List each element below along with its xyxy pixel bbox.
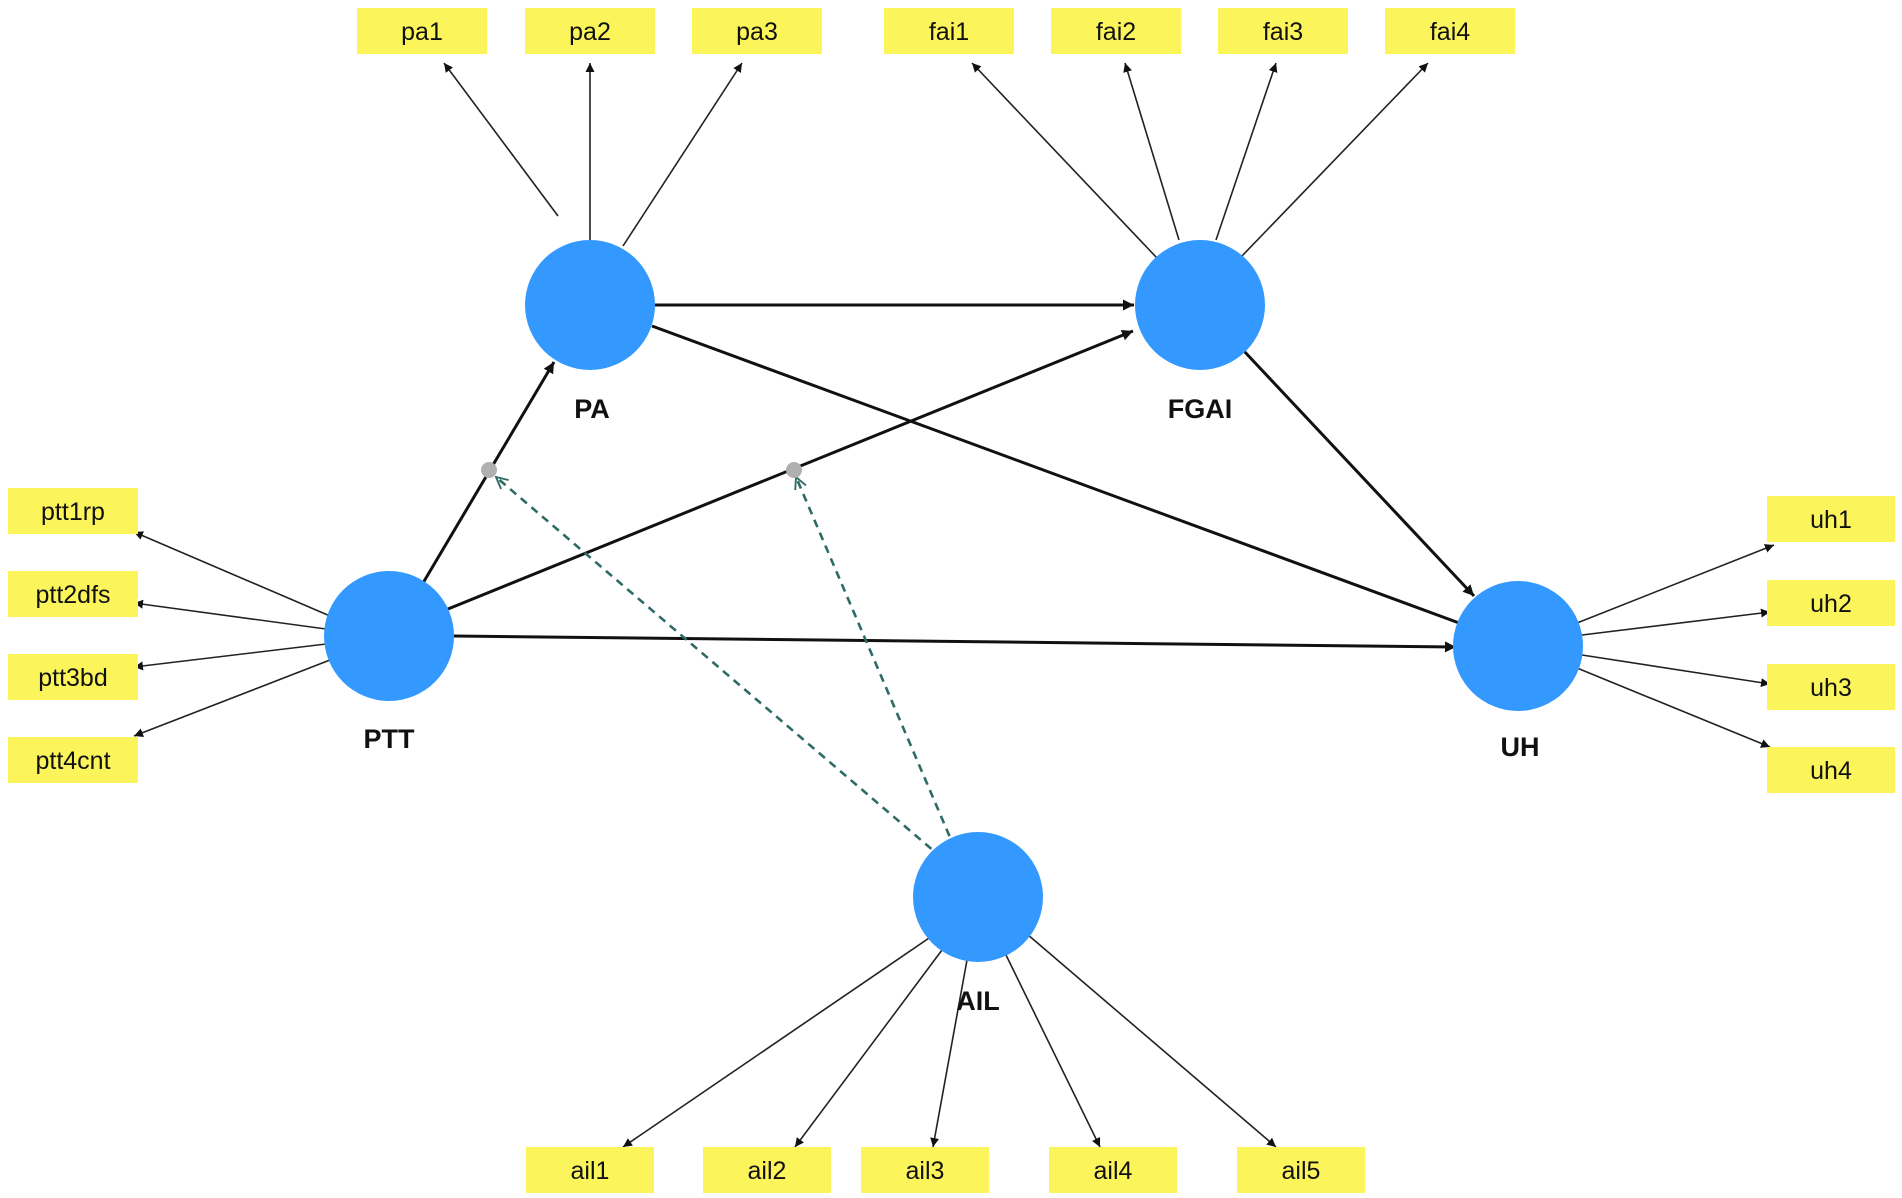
- indicator-ptt3bd[interactable]: ptt3bd: [8, 654, 138, 700]
- indicator-boxes: pa1 pa2 pa3 fai1 fai2 fai3 fai4: [8, 8, 1895, 1193]
- indicator-label-fai1: fai1: [929, 18, 969, 46]
- indicator-fai2[interactable]: fai2: [1051, 8, 1181, 54]
- loading-fgai-fai2: [1123, 62, 1180, 241]
- construct-label-pa: PA: [574, 394, 610, 424]
- moderation-point-ptt-pa: [481, 462, 497, 478]
- indicator-label-ptt1rp: ptt1rp: [41, 498, 105, 526]
- indicator-ptt2dfs[interactable]: ptt2dfs: [8, 571, 138, 617]
- moderation-point-ptt-fgai: [786, 462, 802, 478]
- construct-label-ptt: PTT: [364, 724, 416, 754]
- indicator-label-ptt3bd: ptt3bd: [38, 664, 108, 692]
- moderation-ail-ptt-fgai: [796, 477, 957, 850]
- loading-uh-uh2: [1581, 608, 1771, 636]
- indicator-label-ptt4cnt: ptt4cnt: [35, 747, 110, 775]
- indicator-pa3[interactable]: pa3: [692, 8, 822, 54]
- indicator-ptt1rp[interactable]: ptt1rp: [8, 488, 138, 534]
- loading-ail-ail4: [1005, 954, 1101, 1148]
- indicator-label-ail3: ail3: [906, 1157, 945, 1185]
- measurement-loadings: [133, 62, 1775, 1148]
- indicator-label-pa1: pa1: [401, 18, 443, 46]
- indicator-label-ail5: ail5: [1282, 1157, 1321, 1185]
- indicator-label-ail2: ail2: [748, 1157, 787, 1185]
- construct-label-fgai: FGAI: [1168, 394, 1233, 424]
- indicator-pa1[interactable]: pa1: [357, 8, 487, 54]
- indicator-label-ail4: ail4: [1094, 1157, 1133, 1185]
- indicator-label-uh1: uh1: [1810, 506, 1852, 534]
- loading-ail-ail3: [930, 959, 968, 1148]
- indicator-uh2[interactable]: uh2: [1767, 580, 1895, 626]
- indicator-label-uh2: uh2: [1810, 590, 1852, 618]
- indicator-ptt4cnt[interactable]: ptt4cnt: [8, 737, 138, 783]
- indicator-ail2[interactable]: ail2: [703, 1147, 831, 1193]
- indicator-ail5[interactable]: ail5: [1237, 1147, 1365, 1193]
- indicator-uh1[interactable]: uh1: [1767, 496, 1895, 542]
- loading-fgai-fai1: [971, 62, 1158, 259]
- loading-fgai-fai3: [1215, 62, 1278, 241]
- indicator-label-fai3: fai3: [1263, 18, 1303, 46]
- indicator-pa2[interactable]: pa2: [525, 8, 655, 54]
- indicator-ail4[interactable]: ail4: [1049, 1147, 1177, 1193]
- loading-uh-uh3: [1581, 654, 1771, 688]
- loading-ail-ail1: [622, 933, 936, 1148]
- indicator-label-fai4: fai4: [1430, 18, 1470, 46]
- indicator-label-ptt2dfs: ptt2dfs: [35, 581, 110, 609]
- construct-label-uh: UH: [1501, 732, 1540, 762]
- construct-node-ail[interactable]: [913, 832, 1043, 962]
- indicator-label-uh3: uh3: [1810, 674, 1852, 702]
- loading-pa-pa1: [443, 62, 559, 217]
- indicator-label-uh4: uh4: [1810, 757, 1852, 785]
- loading-fgai-fai4: [1240, 62, 1429, 258]
- construct-nodes: [324, 240, 1583, 962]
- indicator-uh4[interactable]: uh4: [1767, 747, 1895, 793]
- construct-node-ptt[interactable]: [324, 571, 454, 701]
- path-pa-uh: [651, 324, 1471, 629]
- loading-ail-ail2: [794, 949, 943, 1148]
- indicator-fai3[interactable]: fai3: [1218, 8, 1348, 54]
- indicator-fai1[interactable]: fai1: [884, 8, 1014, 54]
- path-ptt-uh: [453, 634, 1457, 653]
- indicator-label-fai2: fai2: [1096, 18, 1136, 46]
- construct-node-uh[interactable]: [1453, 581, 1583, 711]
- indicator-label-ail1: ail1: [571, 1157, 610, 1185]
- loading-uh-uh1: [1576, 544, 1775, 624]
- construct-node-pa[interactable]: [525, 240, 655, 370]
- loading-ptt-ptt2dfs: [133, 599, 327, 630]
- construct-node-fgai[interactable]: [1135, 240, 1265, 370]
- loading-pa-pa3: [622, 62, 743, 247]
- loading-ptt-ptt4cnt: [133, 659, 331, 737]
- loading-uh-uh4: [1576, 667, 1771, 748]
- loading-ptt-ptt3bd: [133, 643, 327, 671]
- loading-ptt-ptt1rp: [133, 531, 331, 617]
- indicator-label-pa2: pa2: [569, 18, 611, 46]
- indicator-label-pa3: pa3: [736, 18, 778, 46]
- path-fgai-uh: [1241, 348, 1476, 598]
- construct-labels: PA FGAI PTT UH AIL: [364, 394, 1540, 1016]
- moderation-effects: [496, 477, 957, 859]
- indicator-ail3[interactable]: ail3: [861, 1147, 989, 1193]
- indicator-uh3[interactable]: uh3: [1767, 664, 1895, 710]
- construct-label-ail: AIL: [956, 986, 1000, 1016]
- indicator-fai4[interactable]: fai4: [1385, 8, 1515, 54]
- loading-ail-ail5: [1026, 933, 1277, 1148]
- indicator-ail1[interactable]: ail1: [526, 1147, 654, 1193]
- moderation-ail-ptt-pa: [496, 477, 943, 859]
